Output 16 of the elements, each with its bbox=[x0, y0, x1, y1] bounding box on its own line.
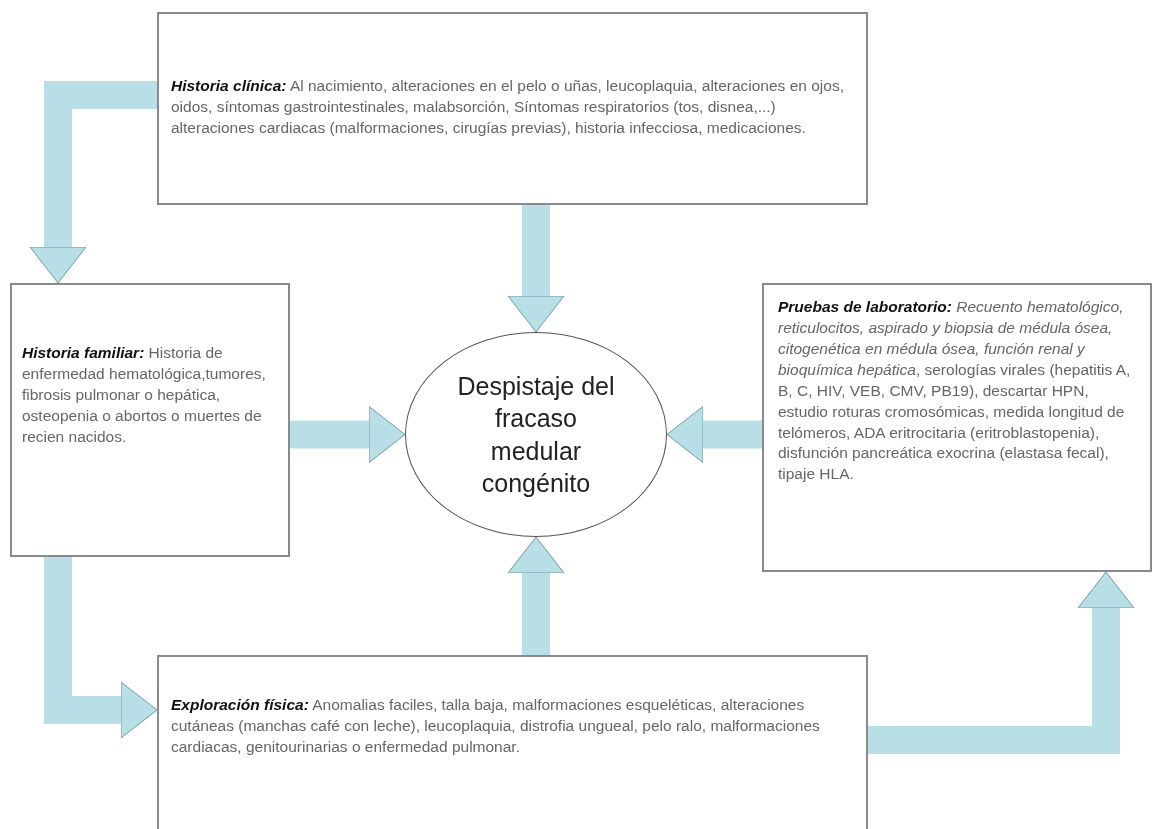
block-arrow bbox=[44, 557, 158, 739]
text-box bbox=[157, 655, 868, 829]
text-box bbox=[157, 12, 868, 205]
box-text: Historia clínica: Al nacimiento, alteraciones en el pelo o uñas, leucoplaquia, alteraciones en ojos, oidos, síntomas gastrointestinales, malabsorción, Síntomas respiratorios (tos, disnea,...) alteraciones cardiacas (malformaciones, cirugías previas), historia infecciosa, medicaciones. bbox=[171, 76, 845, 138]
block-arrow bbox=[666, 406, 762, 463]
block-arrow bbox=[507, 205, 565, 333]
node-title: Despistaje del fracaso medular congénito bbox=[456, 370, 616, 499]
block-arrow bbox=[507, 536, 565, 655]
box-text: Exploración física: Anomalias faciles, talla baja, malformaciones esqueléticas, alteraciones cutáneas (manchas café con leche), leucoplaquia, distrofia ungueal, pelo ralo, malformaciones cardiacas, genitourinarias o enfermedad pulmonar. bbox=[171, 695, 821, 757]
block-arrow bbox=[868, 571, 1135, 754]
box-text: Historia familiar: Historia de enfermedad hematológica,tumores, fibrosis pulmonar o hepática, osteopenia o abortos o muertes de recien nacidos. bbox=[22, 343, 267, 447]
text-box bbox=[762, 283, 1152, 572]
block-arrow bbox=[29, 81, 157, 284]
text-box bbox=[10, 283, 290, 557]
box-text: Pruebas de laboratorio: Recuento hematológico, reticulocitos, aspirado y biopsia de médula ósea, citogenética en médula ósea, función renal y bioquímica hepática, serologías virales (hepatitis A, B, C, HIV, VEB, CMV, PB19), descartar HPN, estudio roturas cromosómicas, medida longitud de telómeros, ADA eritrocitaria (eritroblastopenia), disfunción pancreática exocrina (elastasa fecal), tipaje HLA. bbox=[778, 297, 1132, 485]
block-arrow bbox=[290, 406, 406, 463]
